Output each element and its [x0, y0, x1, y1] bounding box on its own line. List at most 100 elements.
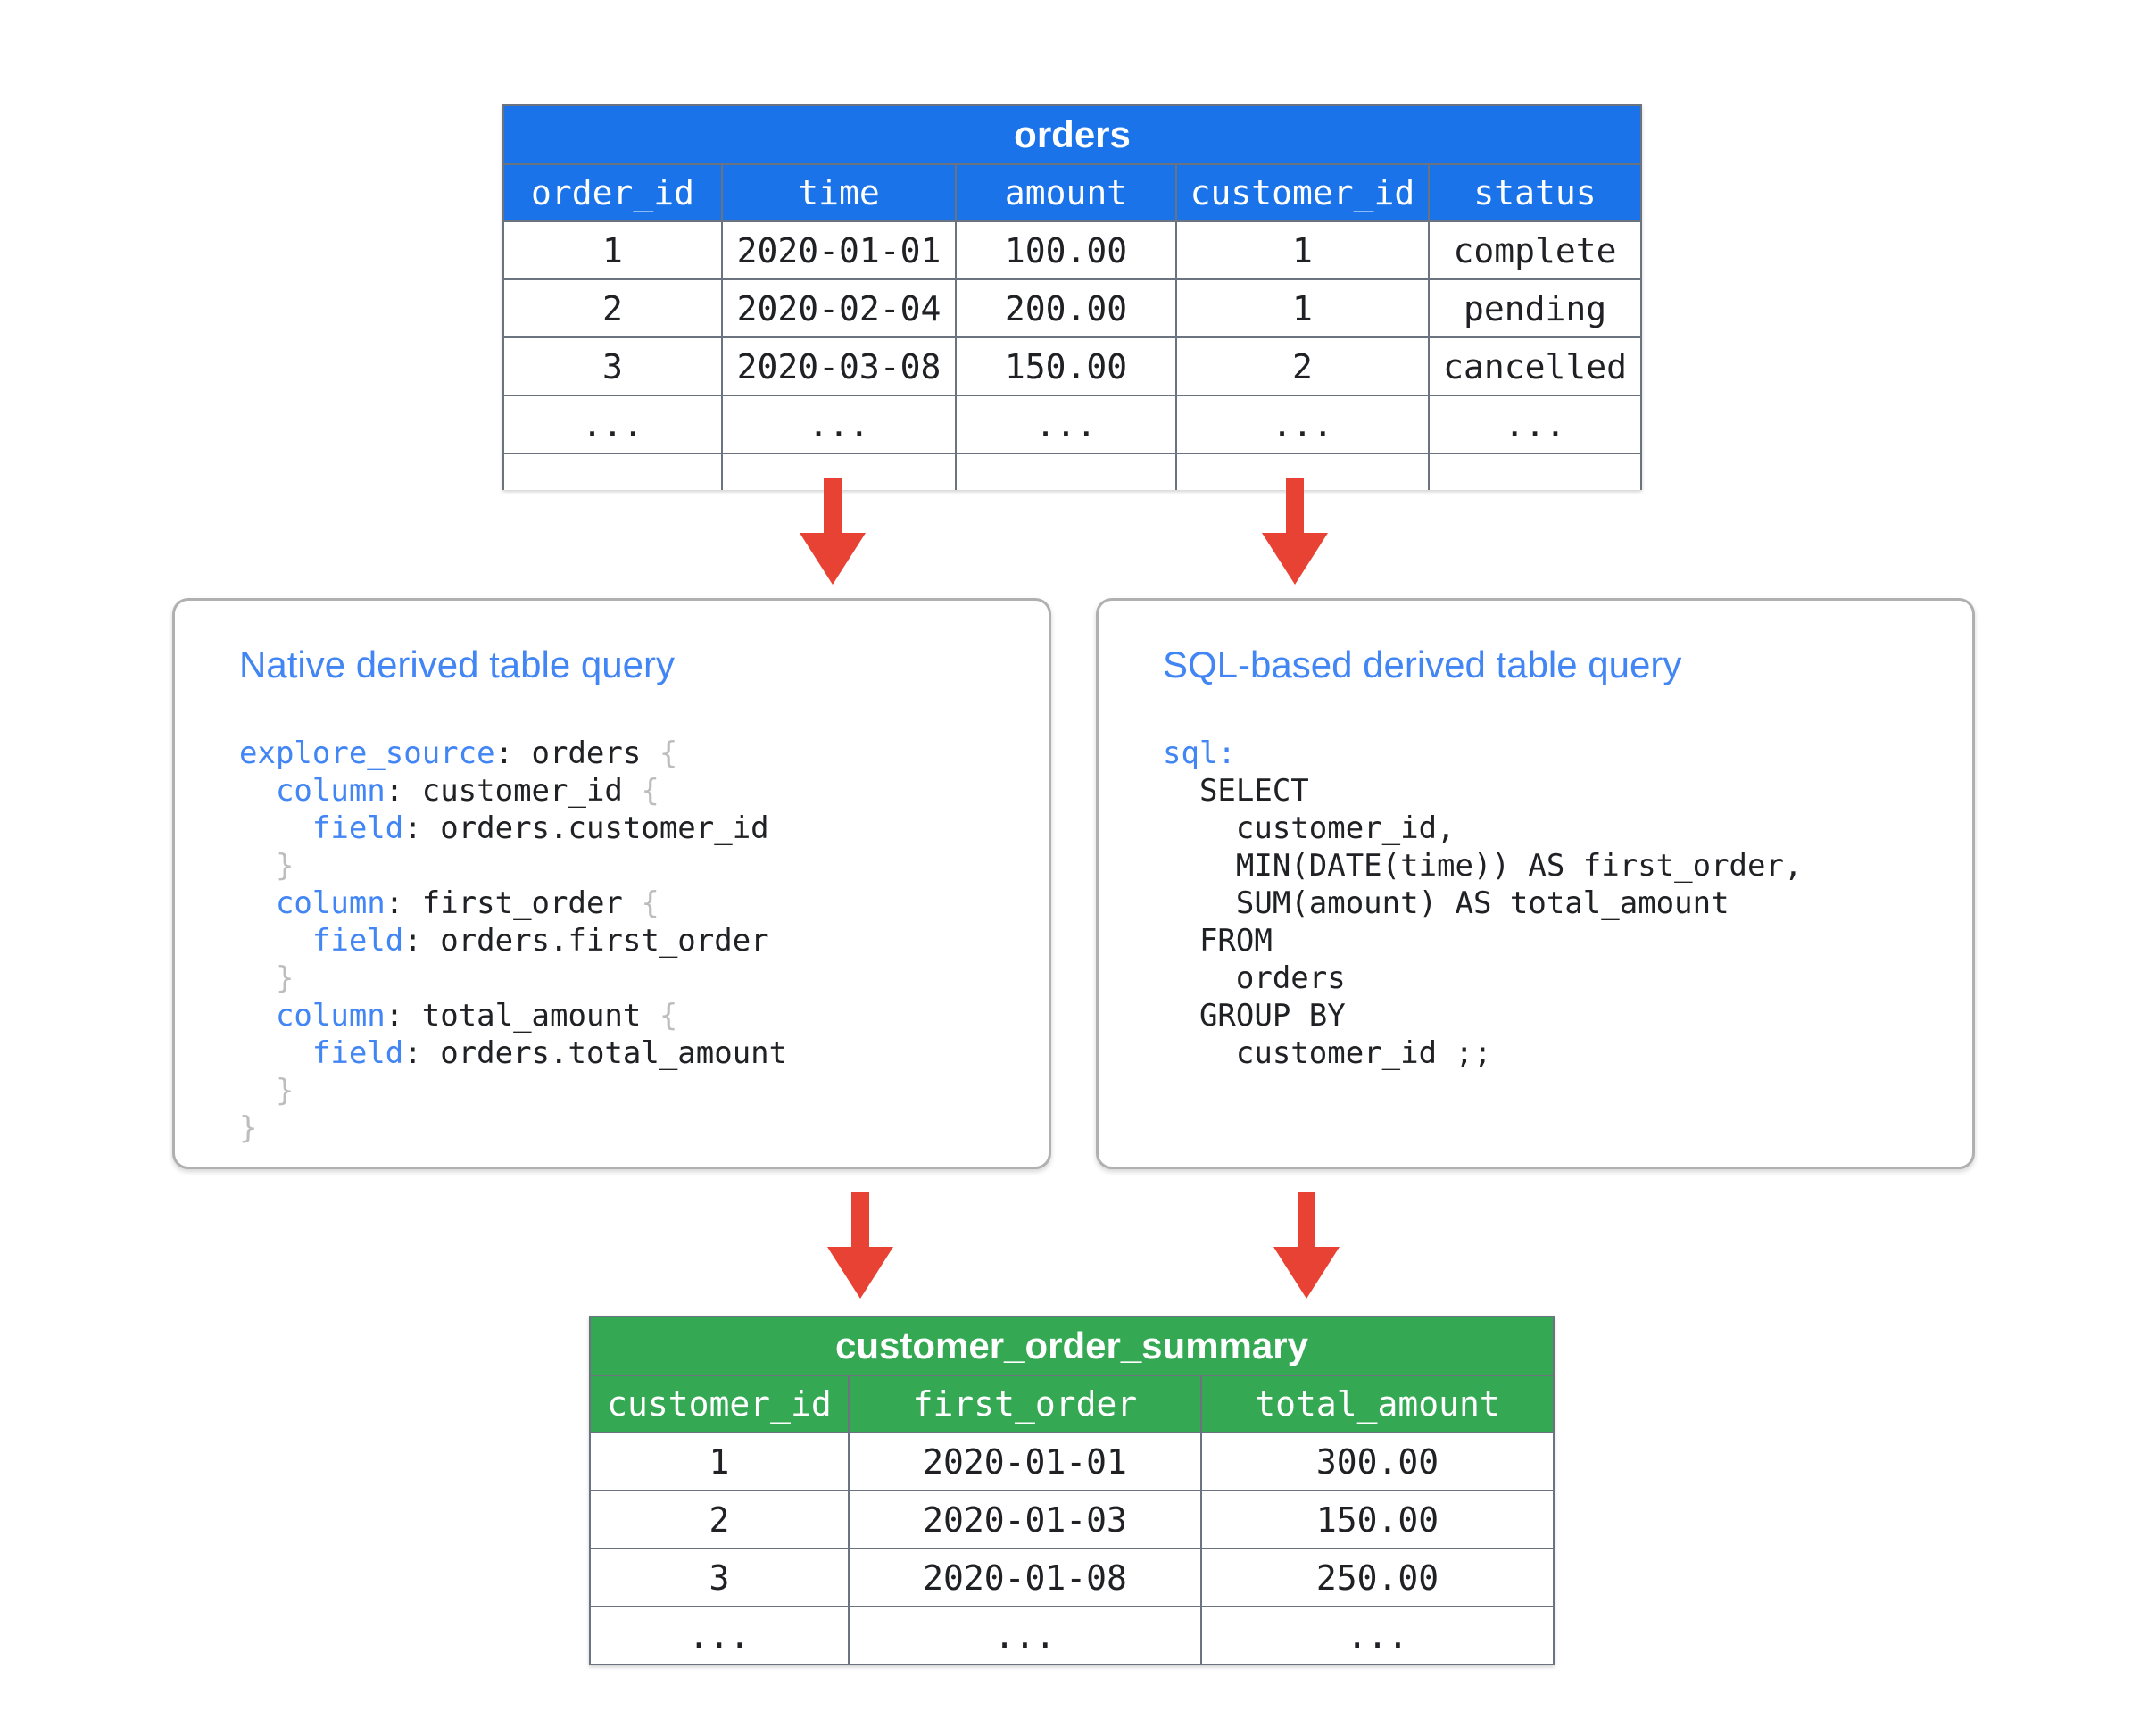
code-text [239, 1073, 276, 1109]
code-line: } [239, 1072, 787, 1109]
arrow-shaft [1298, 1192, 1315, 1247]
code-text: orders [1163, 960, 1346, 996]
code-text: GROUP BY [1163, 998, 1346, 1034]
column-header-first-order: first_order [848, 1375, 1202, 1433]
table-cell: 2020-01-01 [721, 220, 957, 280]
arrow-sql-to-summary-icon [1273, 1192, 1340, 1299]
code-text [239, 848, 276, 884]
code-line: } [239, 959, 787, 997]
arrow-shaft [1286, 478, 1304, 533]
table-cell: ... [1175, 395, 1430, 454]
code-line: customer_id, [1163, 810, 1802, 847]
table-cell: complete [1427, 220, 1643, 280]
code-brace: { [641, 773, 659, 809]
column-header-order-id: order_id [502, 163, 723, 222]
table-cell: 2 [502, 278, 723, 338]
code-line: field: orders.customer_id [239, 810, 787, 847]
table-cell: ... [721, 395, 957, 454]
code-text: : orders.total_amount [403, 1035, 788, 1071]
table-cell: 1 [502, 220, 723, 280]
column-header-amount: amount [955, 163, 1177, 222]
table-row: ............... [502, 395, 1643, 454]
table-cell: ... [1427, 395, 1643, 454]
code-text: customer_id, [1163, 810, 1456, 846]
code-line: } [239, 847, 787, 885]
column-header-time: time [721, 163, 957, 222]
orders-table-title-row: orders [502, 104, 1643, 165]
arrow-orders-to-sql-icon [1262, 478, 1328, 585]
column-header-customer-id: customer_id [1175, 163, 1430, 222]
native-card-code: explore_source: orders { column: custome… [239, 735, 787, 1147]
code-text: : orders.first_order [403, 923, 769, 959]
code-keyword: field [311, 810, 404, 846]
code-keyword: explore_source [239, 735, 495, 771]
native-card-title: Native derived table query [239, 644, 675, 685]
table-cell: 200.00 [955, 278, 1177, 338]
code-keyword: column [275, 998, 386, 1034]
code-line: customer_id ;; [1163, 1034, 1802, 1072]
code-brace: { [659, 998, 678, 1034]
table-cell: 1 [1175, 220, 1430, 280]
table-cell: ... [848, 1606, 1202, 1665]
table-cell: ... [589, 1606, 850, 1665]
code-line: column: first_order { [239, 885, 787, 922]
code-line: field: orders.total_amount [239, 1034, 787, 1072]
arrow-head [800, 533, 866, 585]
arrow-shaft [824, 478, 842, 533]
table-cell: 150.00 [955, 336, 1177, 396]
column-header-customer-id: customer_id [589, 1375, 850, 1433]
code-text: : first_order [385, 885, 642, 921]
table-cell [721, 453, 957, 490]
table-cell: 2 [589, 1490, 850, 1549]
code-line: SUM(amount) AS total_amount [1163, 885, 1802, 922]
table-cell: 3 [589, 1548, 850, 1607]
table-cell: 150.00 [1199, 1490, 1555, 1549]
code-text: customer_id ;; [1163, 1035, 1492, 1071]
code-text [239, 1035, 312, 1071]
sql-card-code: sql: SELECT customer_id, MIN(DATE(time))… [1163, 735, 1802, 1072]
sql-card-title: SQL-based derived table query [1163, 644, 1682, 685]
table-cell [1427, 453, 1643, 490]
code-brace: { [659, 735, 678, 771]
code-line: } [239, 1109, 787, 1147]
code-brace: } [275, 848, 294, 884]
table-cell: 2020-01-01 [848, 1432, 1202, 1491]
table-row: ......... [589, 1606, 1555, 1665]
code-line: field: orders.first_order [239, 922, 787, 959]
code-text [239, 810, 312, 846]
code-keyword: column [275, 885, 386, 921]
table-cell: 2020-02-04 [721, 278, 957, 338]
code-text [239, 773, 276, 809]
code-keyword: field [311, 923, 404, 959]
code-text: SUM(amount) AS total_amount [1163, 885, 1729, 921]
table-cell: 1 [589, 1432, 850, 1491]
table-cell: 100.00 [955, 220, 1177, 280]
code-text: MIN(DATE(time)) AS first_order, [1163, 848, 1803, 884]
code-line: column: total_amount { [239, 997, 787, 1034]
arrow-head [1273, 1247, 1340, 1299]
table-cell [502, 453, 723, 490]
table-cell: 3 [502, 336, 723, 396]
code-line: orders [1163, 959, 1802, 997]
code-line: GROUP BY [1163, 997, 1802, 1034]
code-text [239, 998, 276, 1034]
code-keyword: sql: [1163, 735, 1236, 771]
column-header-status: status [1427, 163, 1643, 222]
code-text [239, 885, 276, 921]
native-derived-table-card: Native derived table query explore_sourc… [172, 598, 1051, 1169]
code-text: SELECT [1163, 773, 1309, 809]
table-cell [955, 453, 1177, 490]
table-cell: 2020-01-03 [848, 1490, 1202, 1549]
table-cell: ... [955, 395, 1177, 454]
sql-derived-table-card: SQL-based derived table query sql: SELEC… [1096, 598, 1975, 1169]
code-line: explore_source: orders { [239, 735, 787, 772]
code-brace: } [275, 1073, 294, 1109]
